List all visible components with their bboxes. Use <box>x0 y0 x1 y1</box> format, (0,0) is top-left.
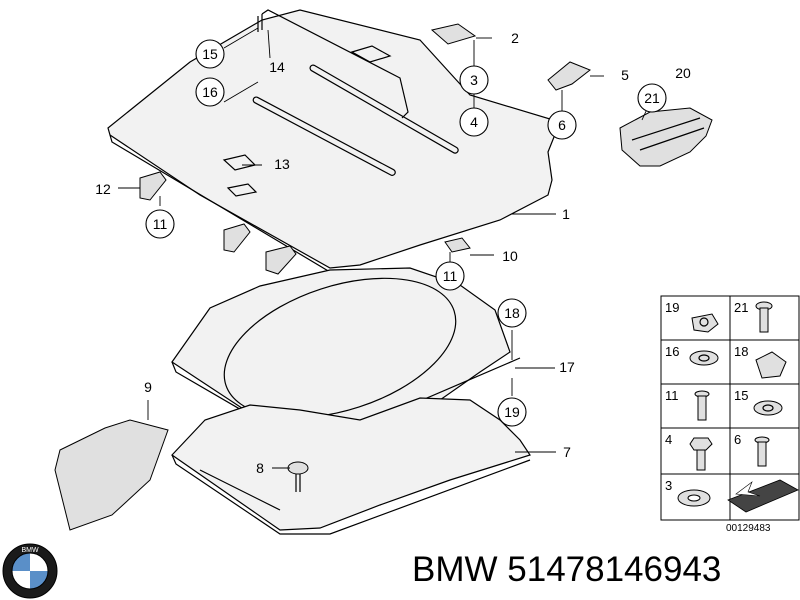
legend-num-21: 21 <box>734 300 748 315</box>
fastener-3-washer <box>677 489 711 507</box>
callout-15: 15 <box>202 46 218 62</box>
fastener-4-bolt <box>689 437 713 471</box>
legend-num-19: 19 <box>665 300 679 315</box>
callout-circles <box>145 39 667 427</box>
legend-num-4: 4 <box>665 432 672 447</box>
parcel-shelf <box>107 9 561 273</box>
legend-num-16: 16 <box>665 344 679 359</box>
legend-num-3: 3 <box>665 478 672 493</box>
part-5-clip <box>547 61 591 91</box>
callout-14: 14 <box>269 59 285 75</box>
callout-17: 17 <box>559 359 575 375</box>
callout-7: 7 <box>563 444 571 460</box>
part-20-bracket <box>619 107 713 167</box>
fastener-15-nut <box>753 400 783 416</box>
callout-2: 2 <box>511 30 519 46</box>
callout-10: 10 <box>502 248 518 264</box>
part-8-push-pin <box>287 461 309 492</box>
callout-21: 21 <box>644 90 660 106</box>
mat-sample-arrow-icon <box>727 479 799 513</box>
bmw-logo: BMW <box>2 543 58 599</box>
callout-6: 6 <box>558 117 566 133</box>
shelf-hinges <box>139 171 471 275</box>
callout-3: 3 <box>470 72 478 88</box>
doc-code: 00129483 <box>726 523 771 534</box>
callout-20: 20 <box>675 65 691 81</box>
fastener-16-grommet <box>689 350 719 366</box>
part-number-label: BMW 51478146943 <box>412 550 722 589</box>
part-2-clip <box>430 23 477 45</box>
fastener-6-screw <box>754 436 770 467</box>
legend-num-11: 11 <box>665 388 679 403</box>
callout-9: 9 <box>144 379 152 395</box>
fastener-legend-panel: 19 21 16 18 11 15 4 6 3 <box>660 295 800 534</box>
part-9-side-panel <box>54 419 169 531</box>
bmw-logo-lettering: BMW <box>21 547 39 554</box>
legend-num-18: 18 <box>734 344 748 359</box>
callout-1: 1 <box>562 206 570 222</box>
callout-5: 5 <box>621 67 629 83</box>
fastener-11-screw <box>694 390 710 421</box>
callout-16: 16 <box>202 84 218 100</box>
callout-11-lower: 11 <box>443 268 458 284</box>
legend-num-6: 6 <box>734 432 741 447</box>
callout-8: 8 <box>256 460 264 476</box>
fastener-19-clip <box>691 313 719 333</box>
fastener-18-knob <box>755 351 787 379</box>
callout-18: 18 <box>504 305 520 321</box>
callout-19: 19 <box>504 404 520 420</box>
callout-4: 4 <box>470 114 478 130</box>
callout-numbers: 15 16 14 2 3 4 5 6 20 21 13 12 11 1 10 1… <box>95 30 691 476</box>
callout-11-upper: 11 <box>153 216 168 232</box>
fastener-21-screw <box>755 301 773 333</box>
trunk-floor-tray <box>171 397 531 535</box>
callout-12: 12 <box>95 181 111 197</box>
legend-num-15: 15 <box>734 388 748 403</box>
callout-13: 13 <box>274 156 290 172</box>
